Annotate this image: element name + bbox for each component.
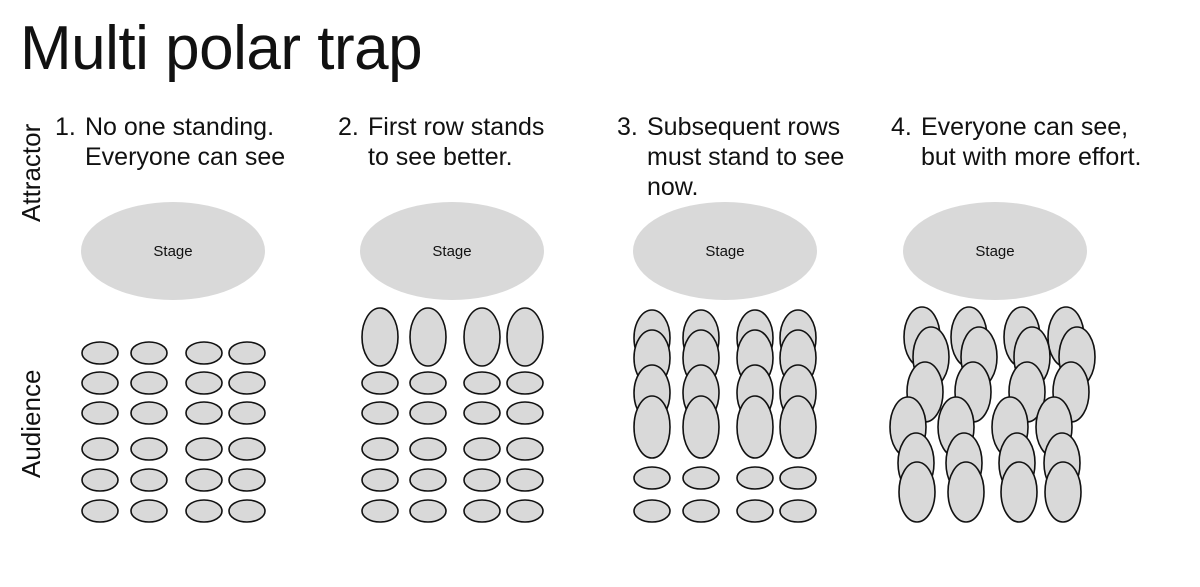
seated-person: [130, 401, 168, 425]
seated-person: [228, 341, 266, 365]
seated-person: [228, 499, 266, 523]
seated-person: [682, 466, 720, 490]
seated-person: [185, 371, 223, 395]
seated-person: [682, 499, 720, 523]
standing-person: [898, 461, 936, 523]
seated-person: [463, 371, 501, 395]
standing-person: [463, 307, 501, 367]
seated-person: [185, 341, 223, 365]
seated-person: [633, 499, 671, 523]
stage-shape: [81, 202, 265, 300]
panel-3-number: 3.: [617, 113, 638, 141]
seated-person: [506, 401, 544, 425]
panel-2-text: First row stands to see better.: [368, 113, 545, 171]
seated-person: [228, 437, 266, 461]
seated-person: [81, 468, 119, 492]
stage-label: Stage: [705, 243, 744, 260]
standing-person: [361, 307, 399, 367]
seated-person: [409, 437, 447, 461]
seated-person: [81, 341, 119, 365]
seated-person: [130, 341, 168, 365]
standing-person: [736, 395, 774, 459]
stage-label: Stage: [153, 243, 192, 260]
seated-person: [736, 499, 774, 523]
seated-person: [779, 499, 817, 523]
panel-2-number: 2.: [338, 113, 359, 141]
stage-shape: [360, 202, 544, 300]
seated-person: [361, 401, 399, 425]
seated-person: [361, 437, 399, 461]
seated-person: [463, 468, 501, 492]
standing-person: [409, 307, 447, 367]
standing-person: [947, 461, 985, 523]
seated-person: [81, 401, 119, 425]
panel-4-text: Everyone can see, but with more effort.: [921, 113, 1142, 171]
seated-person: [228, 401, 266, 425]
standing-person: [779, 395, 817, 459]
seated-person: [506, 371, 544, 395]
seated-person: [506, 468, 544, 492]
seated-person: [185, 468, 223, 492]
seated-person: [81, 499, 119, 523]
seated-person: [81, 371, 119, 395]
standing-person: [1044, 461, 1082, 523]
seated-person: [506, 437, 544, 461]
seated-person: [130, 499, 168, 523]
seated-person: [361, 499, 399, 523]
seated-person: [81, 437, 119, 461]
seated-person: [361, 371, 399, 395]
seated-person: [463, 401, 501, 425]
seated-person: [409, 468, 447, 492]
panel-1-number: 1.: [55, 113, 76, 141]
seated-person: [463, 499, 501, 523]
seated-person: [185, 499, 223, 523]
seated-person: [228, 468, 266, 492]
seated-person: [409, 401, 447, 425]
standing-person: [506, 307, 544, 367]
seated-person: [185, 437, 223, 461]
seated-person: [130, 437, 168, 461]
seated-person: [506, 499, 544, 523]
stage-label: Stage: [432, 243, 471, 260]
panel-1-text: No one standing. Everyone can see: [85, 113, 286, 171]
seated-person: [633, 466, 671, 490]
seated-person: [463, 437, 501, 461]
seated-person: [130, 468, 168, 492]
stage-shape: [903, 202, 1087, 300]
stage-label: Stage: [975, 243, 1014, 260]
seated-person: [779, 466, 817, 490]
standing-person: [1000, 461, 1038, 523]
seated-person: [185, 401, 223, 425]
stage-shape: [633, 202, 817, 300]
panel-3-text: Subsequent rows must stand to see now.: [647, 113, 845, 201]
seated-person: [361, 468, 399, 492]
seated-person: [228, 371, 266, 395]
seated-person: [409, 499, 447, 523]
seated-person: [130, 371, 168, 395]
seated-person: [736, 466, 774, 490]
panel-4-number: 4.: [891, 113, 912, 141]
standing-person: [633, 395, 671, 459]
diagram-title: Multi polar trap: [20, 14, 423, 83]
seated-person: [409, 371, 447, 395]
standing-person: [682, 395, 720, 459]
